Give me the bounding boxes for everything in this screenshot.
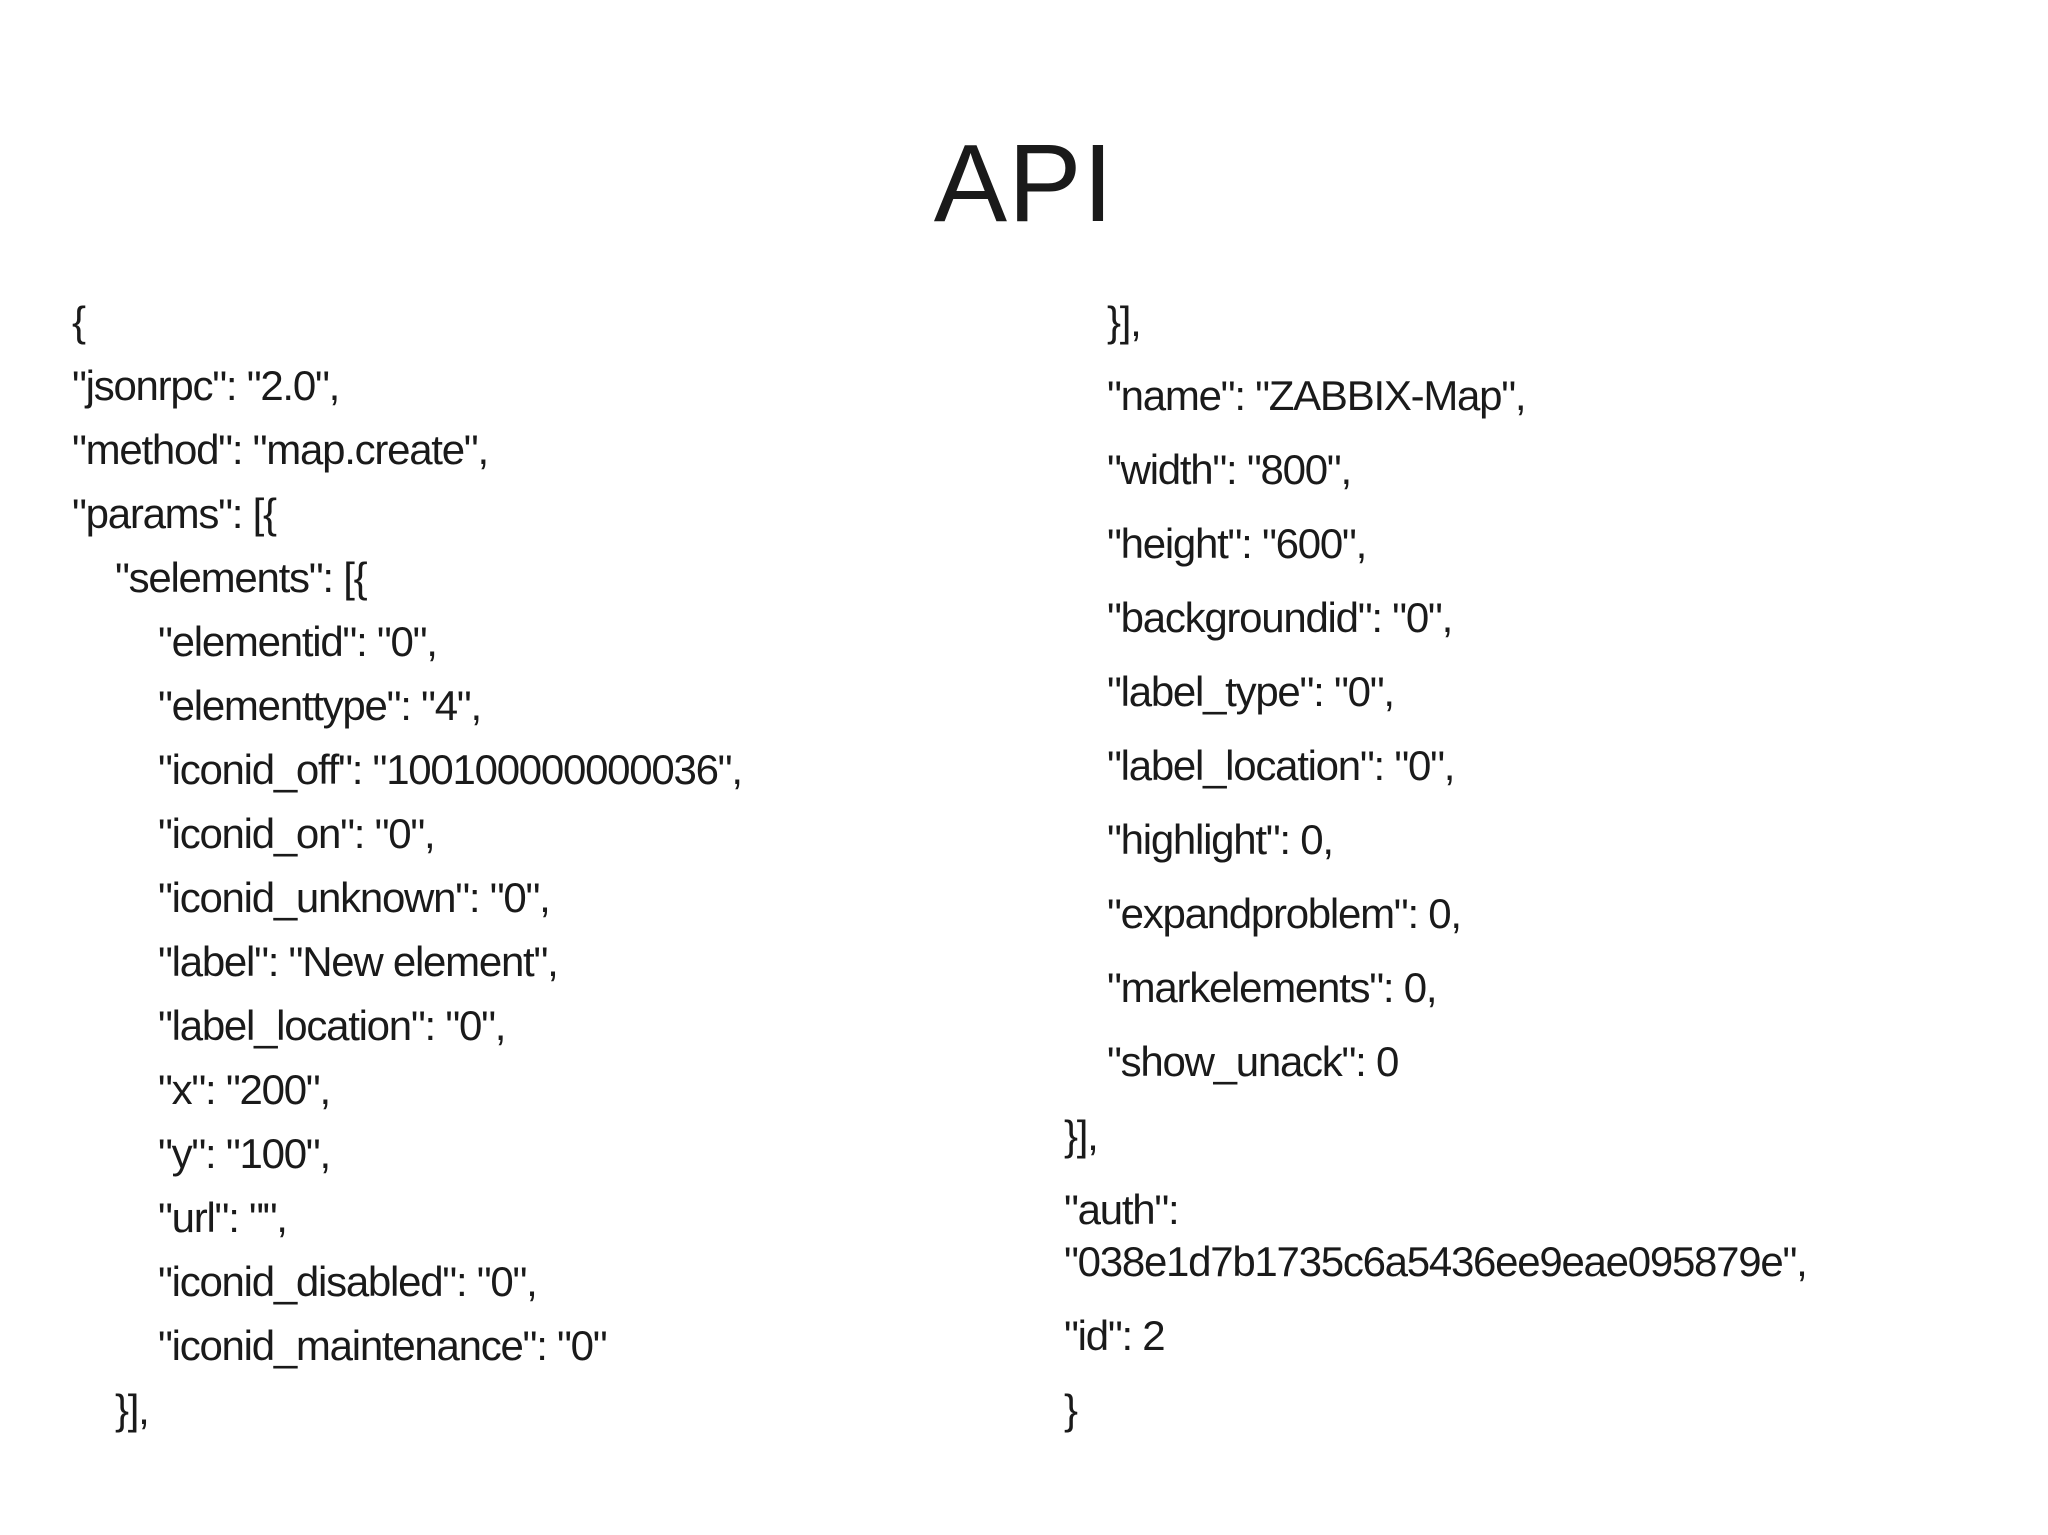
code-line: } (1064, 1386, 1078, 1433)
code-line: "x": "200", (158, 1066, 331, 1113)
code-line: "show_unack": 0 (1107, 1038, 1399, 1085)
code-line: "id": 2 (1064, 1312, 1166, 1359)
code-line: "width": "800", (1107, 446, 1352, 493)
code-line: { (72, 298, 86, 345)
code-line: "label_location": "0", (1107, 742, 1455, 789)
code-line: "elementid": "0", (158, 618, 438, 665)
code-line: "label": "New element", (158, 938, 559, 985)
code-line: "height": "600", (1107, 520, 1367, 567)
code-line: "params": [{ (72, 490, 277, 537)
code-line: "auth": "038e1d7b1735c6a5436ee9eae095879… (1064, 1186, 1808, 1285)
code-line: "markelements": 0, (1107, 964, 1438, 1011)
json-code-right-column: }], "name": "ZABBIX-Map", "width": "800", "… (1064, 296, 1914, 1458)
code-line: "selements": [{ (115, 554, 368, 601)
code-line: "iconid_unknown": "0", (158, 874, 551, 921)
code-line: "method": "map.create", (72, 426, 489, 473)
code-line: "label_location": "0", (158, 1002, 506, 1049)
code-line: "jsonrpc": "2.0", (72, 362, 340, 409)
code-line: "iconid_disabled": "0", (158, 1258, 538, 1305)
code-line: "iconid_off": "100100000000036", (158, 746, 743, 793)
json-code-left-column: { "jsonrpc": "2.0", "method": "map.create"… (72, 296, 1002, 1448)
code-line: "label_type": "0", (1107, 668, 1395, 715)
code-line: "iconid_maintenance": "0" (158, 1322, 608, 1369)
code-line: "y": "100", (158, 1130, 331, 1177)
code-line: "expandproblem": 0, (1107, 890, 1462, 937)
slide-title: API (933, 122, 1115, 245)
code-line: "iconid_on": "0", (158, 810, 436, 857)
code-line: "highlight": 0, (1107, 816, 1334, 863)
code-line: "backgroundid": "0", (1107, 594, 1453, 641)
code-line: }], (1064, 1112, 1099, 1159)
code-line: }], (1107, 298, 1142, 345)
code-line: "url": "", (158, 1194, 288, 1241)
code-line: "elementtype": "4", (158, 682, 482, 729)
code-line: "name": "ZABBIX-Map", (1107, 372, 1527, 419)
code-line: }], (115, 1386, 150, 1433)
